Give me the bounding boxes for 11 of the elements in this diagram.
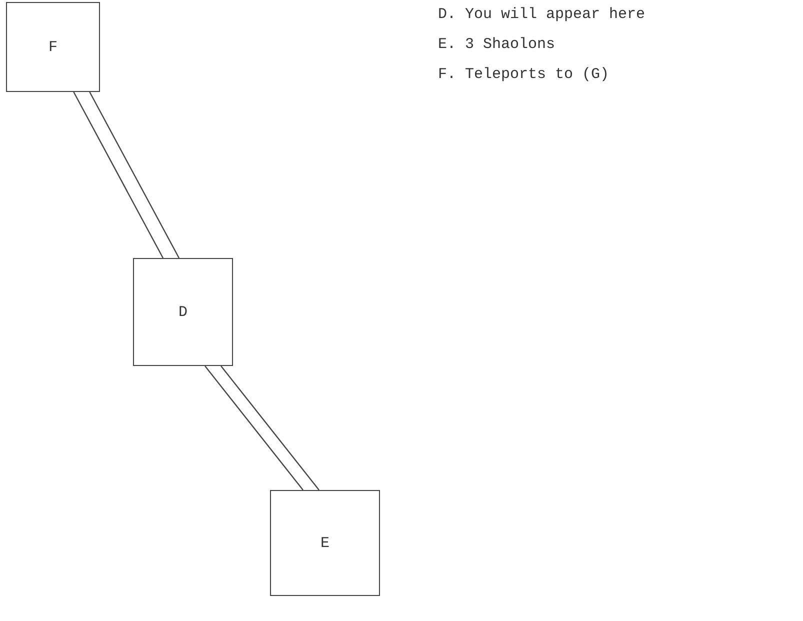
corridor-line bbox=[204, 365, 320, 491]
legend-note: E. 3 Shaolons bbox=[438, 36, 556, 53]
legend-note: D. You will appear here bbox=[438, 6, 646, 23]
corridor-line bbox=[73, 91, 180, 259]
room-letter: E bbox=[320, 534, 330, 552]
room-box bbox=[6, 2, 100, 92]
legend-note: F. Teleports to (G) bbox=[438, 66, 610, 83]
room-letter: D bbox=[178, 304, 188, 320]
room-box bbox=[270, 490, 380, 596]
room-box bbox=[133, 258, 233, 366]
room-letter: F bbox=[48, 38, 58, 56]
